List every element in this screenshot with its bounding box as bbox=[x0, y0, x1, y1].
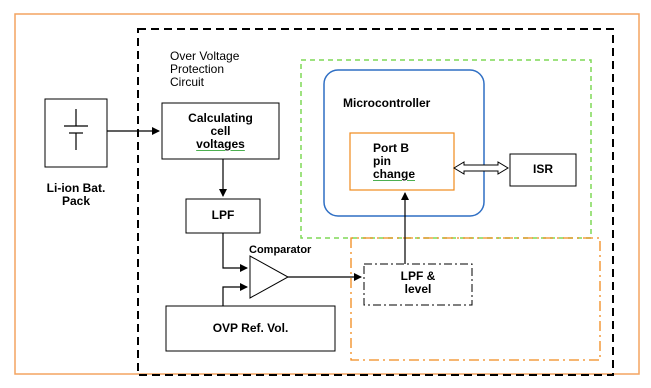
ovp-region-title: Over Voltage Protection Circuit bbox=[170, 49, 240, 89]
ovp-ref-box bbox=[165, 305, 336, 352]
isr-label: ISR bbox=[532, 162, 553, 176]
port-b-box bbox=[349, 132, 455, 191]
isr-box bbox=[509, 153, 577, 187]
battery-label: Li-ion Bat. Pack bbox=[46, 181, 106, 208]
ovp-region-border bbox=[137, 28, 614, 376]
microcontroller-region-border bbox=[300, 59, 592, 239]
lpf-label: LPF bbox=[211, 208, 235, 222]
battery-cell-icon bbox=[64, 109, 88, 150]
lpf-box bbox=[185, 198, 261, 234]
comparator-label: Comparator bbox=[249, 244, 312, 256]
port-b-label: Port B pin change bbox=[373, 141, 416, 181]
connection-lines bbox=[107, 127, 409, 306]
calc-voltages-label: Calculating cell voltages bbox=[188, 111, 253, 151]
ovp-ref-label: OVP Ref. Vol. bbox=[212, 321, 289, 335]
filter-region-border bbox=[350, 237, 601, 361]
calc-voltages-box bbox=[161, 102, 280, 160]
lpf-level-label: LPF & level bbox=[400, 269, 436, 296]
microcontroller-label: Microcontroller bbox=[343, 96, 431, 110]
lpf-level-box bbox=[363, 263, 473, 306]
microcontroller-box bbox=[323, 69, 485, 217]
bidirectional-arrow-icon bbox=[453, 161, 509, 175]
comparator-symbol bbox=[249, 255, 290, 299]
